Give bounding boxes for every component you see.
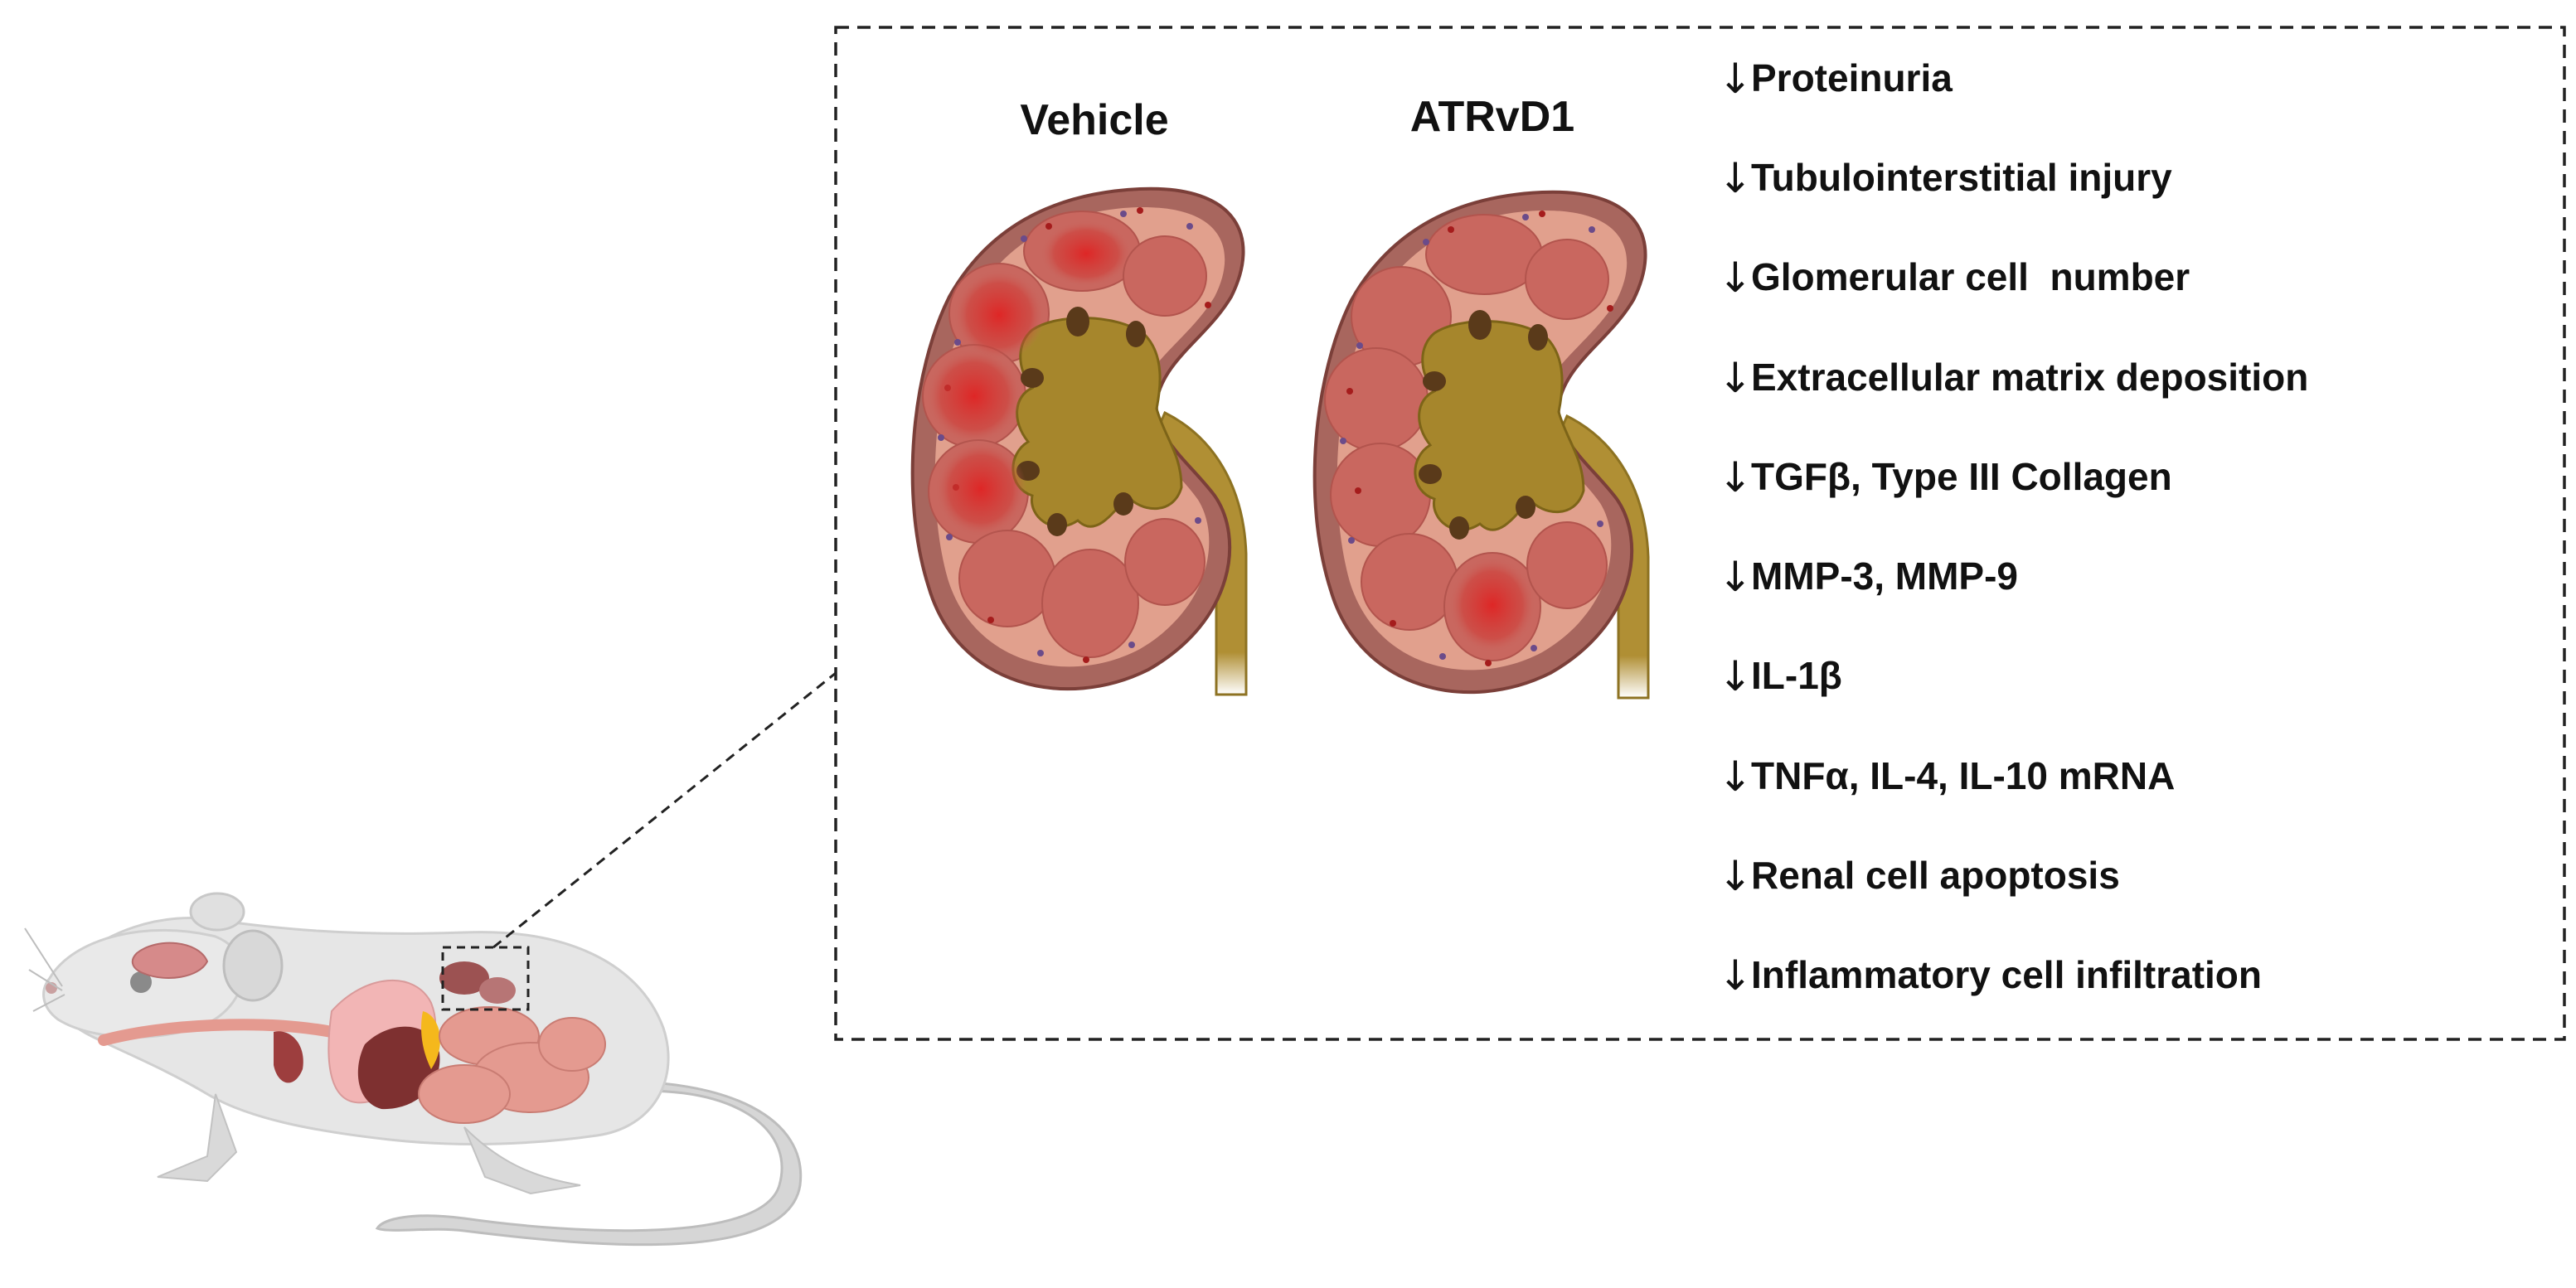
down-arrow-icon: ↓ xyxy=(1718,354,1753,402)
finding-text: Proteinuria xyxy=(1751,56,1953,99)
finding-text: TNFα, IL-4, IL-10 mRNA xyxy=(1751,754,2175,797)
finding-item: ↓ Tubulointerstitial injury xyxy=(1718,154,2172,202)
down-arrow-icon: ↓ xyxy=(1718,254,1753,302)
down-arrow-icon: ↓ xyxy=(1718,553,1753,601)
finding-item: ↓ Glomerular cell number xyxy=(1718,254,2190,302)
finding-text: Renal cell apoptosis xyxy=(1751,854,2120,897)
finding-text: Tubulointerstitial injury xyxy=(1751,156,2172,199)
zoom-box xyxy=(834,26,2566,1041)
atrvd1-kidney-icon xyxy=(1312,190,1650,700)
finding-text: Extracellular matrix deposition xyxy=(1751,356,2308,399)
finding-text: Inflammatory cell infiltration xyxy=(1751,953,2262,996)
down-arrow-icon: ↓ xyxy=(1718,753,1753,801)
finding-text: MMP-3, MMP-9 xyxy=(1751,554,2018,598)
mouse-icon xyxy=(24,892,803,1247)
kidney-zoom-marker xyxy=(441,946,530,1011)
finding-text: IL-1β xyxy=(1751,654,1842,697)
vehicle-kidney-icon xyxy=(910,186,1248,696)
finding-item: ↓ Renal cell apoptosis xyxy=(1718,852,2120,900)
finding-item: ↓ Extracellular matrix deposition xyxy=(1718,354,2308,402)
finding-item: ↓ TNFα, IL-4, IL-10 mRNA xyxy=(1718,753,2175,801)
down-arrow-icon: ↓ xyxy=(1718,154,1753,202)
finding-item: ↓ IL-1β xyxy=(1718,652,1842,700)
down-arrow-icon: ↓ xyxy=(1718,652,1753,700)
vehicle-label: Vehicle xyxy=(1020,96,1168,144)
finding-text: TGFβ, Type III Collagen xyxy=(1751,455,2172,498)
finding-item: ↓ Inflammatory cell infiltration xyxy=(1718,951,2262,1000)
down-arrow-icon: ↓ xyxy=(1718,951,1753,1000)
finding-item: ↓ Proteinuria xyxy=(1718,55,1953,103)
atrvd1-label: ATRvD1 xyxy=(1410,93,1574,141)
down-arrow-icon: ↓ xyxy=(1718,55,1753,103)
down-arrow-icon: ↓ xyxy=(1718,453,1753,501)
zoom-connector-line xyxy=(492,671,837,949)
findings-list: ↓ Proteinuria ↓ Tubulointerstitial injur… xyxy=(1718,55,2308,1000)
finding-text: Glomerular cell number xyxy=(1751,255,2190,298)
finding-item: ↓ TGFβ, Type III Collagen xyxy=(1718,453,2172,501)
finding-item: ↓ MMP-3, MMP-9 xyxy=(1718,553,2018,601)
down-arrow-icon: ↓ xyxy=(1718,852,1753,900)
